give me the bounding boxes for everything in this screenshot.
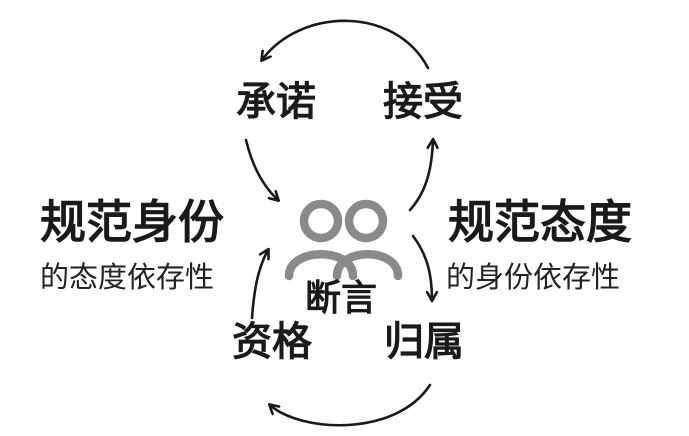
right-group-title: 规范态度 <box>448 195 632 249</box>
arrow-belong-to-qualify <box>270 383 432 427</box>
left-group-title: 规范身份 <box>40 195 224 249</box>
arrow-qualify-to-center <box>250 250 268 320</box>
people-icon <box>284 199 403 281</box>
center-label: 断言 <box>305 278 378 319</box>
node-belonging: 归属 <box>384 319 464 365</box>
arrow-center-to-accept <box>408 140 433 212</box>
arrow-commit-to-center <box>244 138 278 200</box>
node-qualification: 资格 <box>232 319 312 365</box>
left-group-subtitle: 的态度依存性 <box>40 260 215 294</box>
right-group-subtitle: 的身份依存性 <box>446 260 621 294</box>
node-acceptance: 接受 <box>383 79 463 125</box>
arrow-center-to-belong <box>411 234 432 300</box>
node-commitment: 承诺 <box>236 79 316 125</box>
arrow-accept-to-commit <box>262 19 430 70</box>
